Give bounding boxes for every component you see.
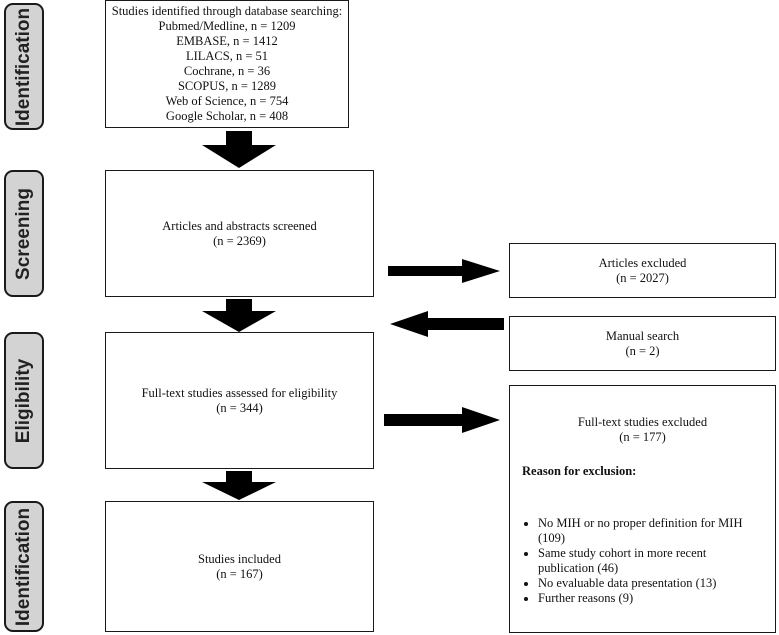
identified-box: Studies identified through database sear… (105, 0, 349, 128)
phase-eligibility: Eligibility (4, 332, 44, 469)
reason-heading: Reason for exclusion: (522, 464, 637, 478)
identified-line: Google Scholar, n = 408 (165, 109, 289, 123)
manual-search-title: Manual search (605, 328, 680, 343)
screened-count: (n = 2369) (213, 233, 266, 248)
identified-line: Pubmed/Medline, n = 1209 (158, 19, 296, 33)
manual-search-count: (n = 2) (625, 343, 660, 358)
identified-line: SCOPUS, n = 1289 (177, 79, 277, 93)
identified-line: Studies identified through database sear… (111, 4, 343, 18)
identified-line: LILACS, n = 51 (185, 49, 269, 63)
reason-item: No MIH or no proper definition for MIH (… (538, 516, 765, 546)
identified-line: EMBASE, n = 1412 (176, 34, 278, 48)
down-arrow-2 (202, 299, 276, 332)
articles-excluded-title: Articles excluded (598, 255, 687, 270)
eligibility-title: Full-text studies assessed for eligibili… (141, 385, 338, 400)
fulltext-excluded-count: (n = 177) (619, 430, 666, 444)
reasons-list: No MIH or no proper definition for MIH (… (522, 516, 765, 606)
reason-item: Further reasons (9) (538, 591, 765, 606)
eligibility-count: (n = 344) (216, 400, 263, 415)
eligibility-box: Full-text studies assessed for eligibili… (105, 332, 374, 469)
included-title: Studies included (198, 551, 281, 566)
included-count: (n = 167) (216, 566, 263, 581)
down-arrow-3 (202, 471, 276, 500)
articles-excluded-box: Articles excluded (n = 2027) (509, 243, 776, 298)
included-box: Studies included (n = 167) (105, 501, 374, 632)
articles-excluded-count: (n = 2027) (616, 270, 669, 285)
manual-search-box: Manual search (n = 2) (509, 316, 776, 371)
identified-line: Web of Science, n = 754 (165, 94, 289, 108)
phase-screening: Screening (4, 170, 44, 297)
reason-item: Same study cohort in more recent publica… (538, 546, 765, 576)
phase-identification-bottom: Identification (4, 501, 44, 632)
fulltext-excluded-box: Full-text studies excluded (n = 177) Rea… (509, 385, 776, 633)
phase-identification-top: Identification (4, 3, 44, 130)
screened-box: Articles and abstracts screened (n = 236… (105, 170, 374, 297)
right-arrow-excluded (388, 259, 500, 283)
left-arrow-manual (390, 311, 504, 337)
identified-line: Cochrane, n = 36 (183, 64, 271, 78)
fulltext-excluded-title: Full-text studies excluded (577, 415, 708, 429)
down-arrow-1 (202, 131, 276, 168)
reason-item: No evaluable data presentation (13) (538, 576, 765, 591)
screened-title: Articles and abstracts screened (162, 218, 317, 233)
right-arrow-fulltext (384, 407, 500, 433)
